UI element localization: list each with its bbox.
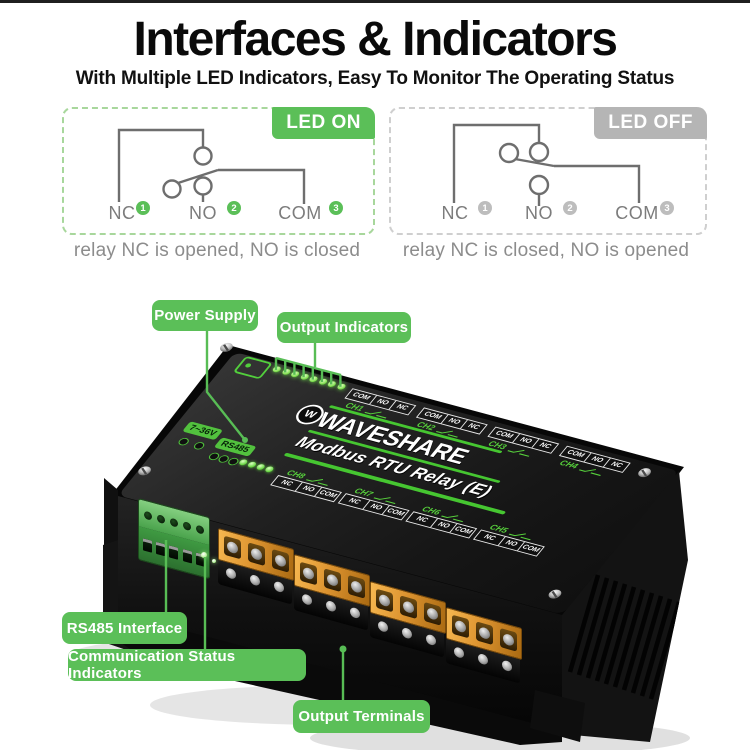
callout-output-terminals: Output Terminals	[293, 700, 430, 733]
page-title: Interfaces & Indicators	[133, 13, 619, 66]
relay-symbol-icon	[509, 532, 532, 540]
terminal-num-2: 2	[563, 201, 577, 215]
relay-diagram-led-on: LED ON NC 1 NO 2 COM 3	[62, 107, 375, 235]
comm-status-led	[201, 552, 207, 558]
terminal-label-no: NO	[525, 203, 553, 223]
callout-output-indicators: Output Indicators	[277, 312, 411, 343]
caption-led-off: relay NC is closed, NO is opened	[402, 240, 690, 261]
callout-rs485-interface: RS485 Interface	[62, 612, 187, 644]
relay-diagram-led-off: LED OFF NC 1 NO 2 COM 3	[389, 107, 707, 235]
caption-led-on: relay NC is opened, NO is closed	[73, 240, 361, 261]
relay-symbol-icon	[579, 468, 602, 476]
relay-circuit-off	[452, 123, 641, 206]
relay-symbol-icon	[507, 449, 530, 457]
led-on-badge: LED ON	[272, 107, 375, 139]
led-off-badge: LED OFF	[594, 107, 707, 139]
comm-status-led	[212, 559, 216, 563]
relay-symbol-icon	[436, 430, 459, 438]
terminal-label-no: NO	[189, 203, 217, 223]
callout-power-supply: Power Supply	[152, 300, 258, 331]
terminal-num-2: 2	[227, 201, 241, 215]
terminal-label-com: COM	[615, 203, 659, 223]
terminal-num-3: 3	[329, 201, 343, 215]
callout-comm-status: Communication Status Indicators	[68, 648, 306, 682]
relay-symbol-icon	[373, 496, 396, 504]
relay-circuit-on	[117, 128, 306, 204]
relay-symbol-icon	[441, 514, 464, 522]
top-border	[0, 0, 750, 3]
terminal-label-nc: NC	[441, 203, 469, 223]
terminal-num-3: 3	[660, 201, 674, 215]
terminal-num-1: 1	[136, 201, 150, 215]
relay-symbol-icon	[306, 478, 329, 486]
terminal-num-1: 1	[478, 201, 492, 215]
terminal-label-com: COM	[278, 203, 322, 223]
terminal-label-nc: NC	[108, 203, 136, 223]
relay-symbol-icon	[364, 411, 387, 419]
page-subtitle: With Multiple LED Indicators, Easy To Mo…	[75, 68, 675, 89]
